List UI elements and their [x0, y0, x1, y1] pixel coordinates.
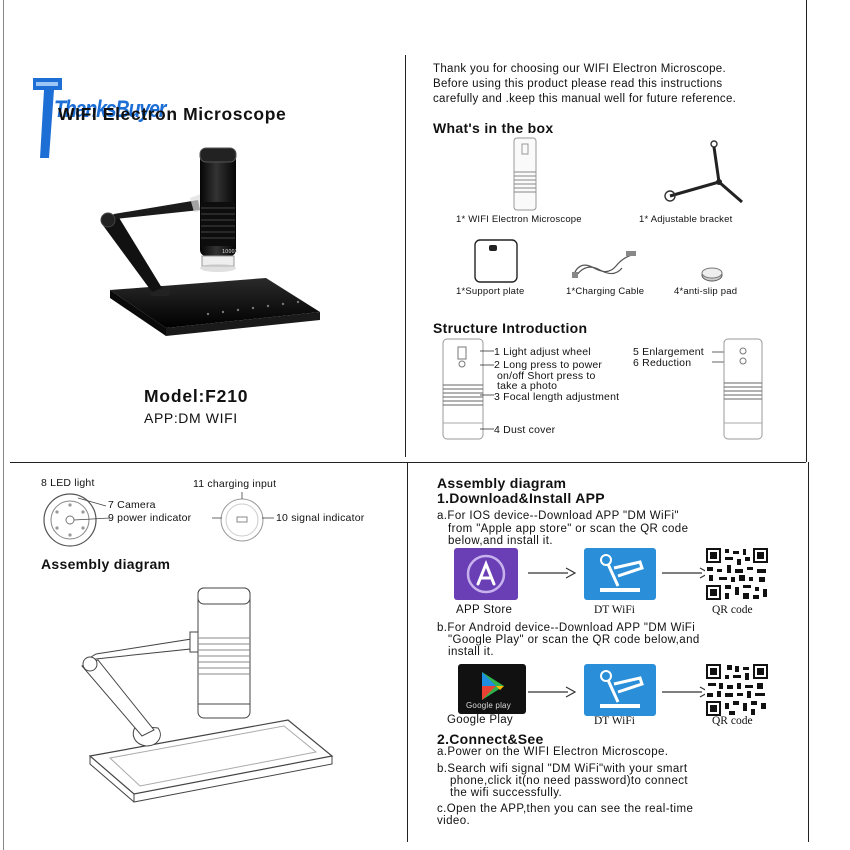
app-store-tile[interactable]: [454, 548, 518, 600]
right-page-edge: [806, 0, 807, 462]
box-item-bracket: 1* Adjustable bracket: [639, 214, 733, 225]
box-cable-image: [570, 248, 640, 280]
step2-heading: 2.Connect&See: [437, 731, 544, 747]
dt-wifi-tile[interactable]: [584, 548, 656, 600]
structure-label-2b: on/off Short press to: [497, 370, 596, 382]
app-store-icon: [466, 554, 506, 594]
arrow-icon: [528, 686, 576, 698]
arrow-icon: [662, 686, 710, 698]
structure-label-2c: take a photo: [497, 380, 558, 392]
row1-label-appstore: APP Store: [456, 604, 513, 616]
qr-code-android[interactable]: [705, 663, 769, 717]
brand-logo: [30, 72, 160, 162]
bottom-label-signal: 10 signal indicator: [276, 512, 365, 524]
connect-line-5: c.Open the APP,then you can see the real…: [437, 803, 694, 815]
cover-app: APP:DM WIFI: [144, 410, 238, 426]
google-play-tile[interactable]: Google play: [458, 664, 526, 714]
box-heading: What's in the box: [433, 120, 554, 136]
assembly-line-drawing: [70, 580, 340, 810]
structure-label-4: 4 Dust cover: [494, 424, 556, 436]
brand-logo-text: ThanksBuyer: [54, 96, 166, 123]
top-panel-divider: [405, 55, 406, 457]
dt-wifi-tile[interactable]: [584, 664, 656, 716]
connect-line-2: b.Search wifi signal "DM WiFi"with your …: [437, 763, 688, 775]
google-play-icon: [482, 672, 504, 700]
assembly-right-heading: Assembly diagram: [437, 475, 567, 491]
bottom-view-diagram: [38, 490, 378, 550]
ios-line-1: a.For IOS device--Download APP "DM WiFi": [437, 510, 679, 522]
microscope-photo: 1000X: [88, 140, 338, 340]
structure-label-5: 5 Enlargement: [633, 346, 704, 358]
box-item-pad: 4*anti-slip pad: [674, 286, 738, 297]
right-bottom-edge: [808, 462, 809, 842]
box-item-microscope: 1* WIFI Electron Microscope: [456, 214, 582, 225]
structure-label-2a: 2 Long press to power: [494, 359, 603, 371]
structure-label-3: 3 Focal length adjustment: [494, 391, 620, 403]
assembly-left-heading: Assembly diagram: [41, 556, 171, 572]
microscope-app-icon: [600, 670, 644, 708]
horizontal-divider: [10, 462, 806, 463]
intro-line-2: Before using this product please read th…: [433, 78, 723, 90]
box-item-cable: 1*Charging Cable: [566, 286, 645, 297]
structure-label-1: 1 Light adjust wheel: [494, 346, 591, 358]
cover-model: Model:F210: [144, 386, 249, 406]
connect-line-6: video.: [437, 815, 471, 827]
structure-heading: Structure Introduction: [433, 320, 588, 336]
bottom-label-led: 8 LED light: [41, 477, 95, 489]
row1-label-qr: QR code: [712, 604, 753, 616]
scope-zoom-label: 1000X: [222, 249, 239, 255]
google-tile-text: Google play: [466, 701, 511, 710]
intro-line-1: Thank you for choosing our WIFI Electron…: [433, 63, 726, 75]
ios-line-2: from "Apple app store" or scan the QR co…: [448, 523, 689, 535]
arrow-icon: [528, 567, 576, 579]
cover-title: WIFI Electron Microscope: [58, 104, 287, 124]
android-line-1: b.For Android device--Download APP "DM W…: [437, 622, 696, 634]
android-line-3: install it.: [448, 646, 494, 658]
structure-side-view: [722, 337, 764, 442]
box-bracket-image: [662, 140, 752, 206]
structure-label-6: 6 Reduction: [633, 357, 692, 369]
row2-label-dtwifi: DT WiFi: [594, 715, 635, 727]
row1-label-dtwifi: DT WiFi: [594, 604, 635, 616]
bottom-label-camera: 7 Camera: [108, 499, 156, 511]
bottom-label-power: 9 power indicator: [108, 512, 192, 524]
box-pad-image: [700, 266, 724, 282]
row2-label-qr: QR code: [712, 715, 753, 727]
structure-front-view: [440, 337, 490, 442]
box-item-plate: 1*Support plate: [456, 286, 525, 297]
intro-line-3: carefully and .keep this manual well for…: [433, 93, 737, 105]
left-page-edge: [3, 0, 4, 850]
bottom-label-charging: 11 charging input: [193, 478, 277, 490]
android-line-2: "Google Play" or scan the QR code below,…: [448, 634, 700, 646]
connect-line-1: a.Power on the WIFI Electron Microscope.: [437, 746, 669, 758]
ios-line-3: below,and install it.: [448, 535, 553, 547]
box-plate-image: [473, 238, 519, 284]
microscope-app-icon: [600, 554, 644, 592]
qr-code-ios[interactable]: [705, 547, 769, 601]
row2-label-googleplay: Google Play: [447, 714, 513, 726]
arrow-icon: [662, 567, 710, 579]
connect-line-4: the wifi successfully.: [450, 787, 563, 799]
bottom-panel-divider: [407, 462, 408, 842]
box-microscope-image: [512, 136, 538, 212]
step1-heading: 1.Download&Install APP: [437, 490, 605, 506]
connect-line-3: phone,click it(no need password)to conne…: [450, 775, 688, 787]
structure-leader-lines: [480, 347, 500, 437]
